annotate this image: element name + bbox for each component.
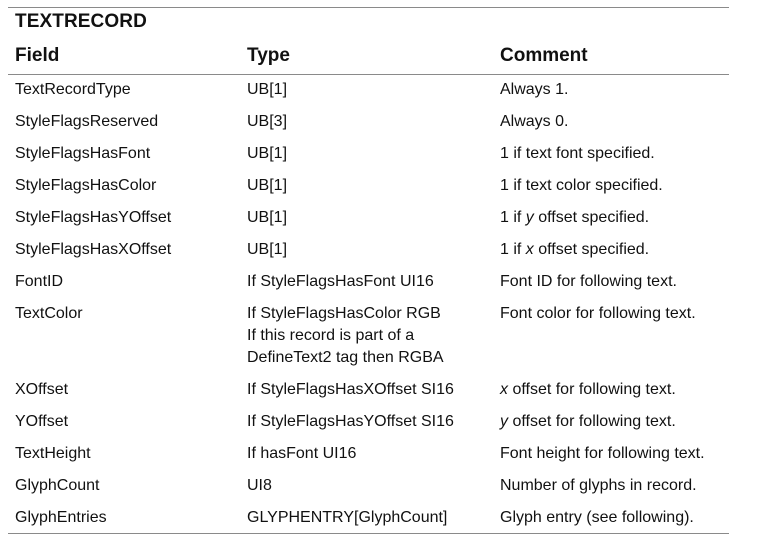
cell-type-line: UB[1] [247, 81, 288, 98]
cell-field: StyleFlagsReserved [15, 113, 159, 130]
cell-type-line: If StyleFlagsHasYOffset SI16 [247, 413, 454, 430]
cell-comment: 1 if x offset specified. [500, 239, 649, 261]
cell-type: UB[1] [247, 143, 287, 165]
cell-comment: 1 if y offset specified. [500, 207, 649, 229]
cell-type: If StyleFlagsHasXOffset SI16 [247, 379, 454, 401]
cell-type: UB[3] [247, 111, 287, 133]
table-row: StyleFlagsHasYOffset UB[1] 1 if y offset s… [0, 205, 768, 237]
cell-type: UB[1] [247, 239, 287, 261]
table-row: TextHeight If hasFont UI16 Font height for… [0, 441, 768, 473]
cell-type-line: UB[1] [247, 177, 288, 194]
cell-field: TextColor [15, 305, 83, 322]
cell-field: GlyphCount [15, 477, 100, 494]
cell-comment: x offset for following text. [500, 379, 676, 401]
table-row: GlyphEntries GLYPHENTRY[GlyphCount] Glyph … [0, 505, 768, 537]
table-bottom-rule [8, 533, 729, 534]
cell-comment-variable: y [500, 413, 508, 430]
cell-comment-variable: y [525, 209, 534, 226]
cell-comment-variable: x [525, 241, 534, 258]
cell-field: TextRecordType [15, 81, 131, 98]
table-row: StyleFlagsHasFont UB[1] 1 if text font spe… [0, 141, 768, 173]
column-header-comment: Comment [500, 45, 588, 66]
cell-comment: 1 if text font specified. [500, 145, 655, 162]
cell-type: If hasFont UI16 [247, 443, 356, 465]
cell-comment: Font ID for following text. [500, 273, 677, 290]
cell-type-line: UI8 [247, 477, 272, 494]
table-row: FontID If StyleFlagsHasFont UI16 Font ID f… [0, 269, 768, 301]
table-caption: TEXTRECORD [15, 11, 147, 32]
cell-comment-text: 1 if [500, 209, 526, 226]
cell-type: If StyleFlagsHasYOffset SI16 [247, 411, 454, 433]
cell-comment-text: offset specified. [533, 241, 650, 258]
cell-comment: y offset for following text. [500, 411, 676, 433]
cell-type-line: UB[1] [247, 209, 288, 226]
cell-type-line: If this record is part of a [247, 327, 415, 344]
cell-type-line: If hasFont UI16 [247, 445, 357, 462]
cell-comment: 1 if text color specified. [500, 177, 663, 194]
cell-type-line: UB[1] [247, 241, 288, 258]
table-row: XOffset If StyleFlagsHasXOffset SI16 x off… [0, 377, 768, 409]
cell-field: GlyphEntries [15, 509, 107, 526]
cell-comment-text: offset for following text. [508, 381, 676, 398]
cell-field: YOffset [15, 413, 69, 430]
table-row: StyleFlagsHasXOffset UB[1] 1 if x offset s… [0, 237, 768, 269]
table-header-rule [8, 74, 729, 75]
cell-type-line: GLYPHENTRY[GlyphCount] [247, 509, 448, 526]
cell-comment-text: offset specified. [533, 209, 650, 226]
cell-field: TextHeight [15, 445, 91, 462]
table-row: GlyphCount UI8 Number of glyphs in record. [0, 473, 768, 505]
cell-type: UB[1] [247, 207, 287, 229]
cell-type: UB[1] [247, 79, 287, 101]
cell-comment-variable: x [500, 381, 508, 398]
cell-field: XOffset [15, 381, 69, 398]
column-header-field: Field [15, 45, 60, 66]
column-header-type: Type [247, 45, 290, 66]
cell-field: StyleFlagsHasColor [15, 177, 157, 194]
cell-type-line: If StyleFlagsHasXOffset SI16 [247, 381, 454, 398]
cell-comment: Number of glyphs in record. [500, 477, 697, 494]
cell-type: UI8 [247, 475, 272, 497]
table-row: TextRecordType UB[1] Always 1. [0, 77, 768, 109]
cell-comment: Always 1. [500, 81, 569, 98]
cell-comment-text: offset for following text. [508, 413, 676, 430]
table-row: YOffset If StyleFlagsHasYOffset SI16 y off… [0, 409, 768, 441]
cell-type: If StyleFlagsHasFont UI16 [247, 271, 434, 293]
cell-comment: Always 0. [500, 113, 569, 130]
table-row: StyleFlagsReserved UB[3] Always 0. [0, 109, 768, 141]
cell-field: StyleFlagsHasXOffset [15, 241, 172, 258]
cell-type-line: If StyleFlagsHasColor RGB [247, 305, 441, 322]
cell-type: If StyleFlagsHasColor RGB If this record … [247, 303, 444, 369]
cell-type-line: UB[3] [247, 113, 288, 130]
cell-type-line: If StyleFlagsHasFont UI16 [247, 273, 434, 290]
cell-type-line: DefineText2 tag then RGBA [247, 349, 444, 366]
cell-comment: Glyph entry (see following). [500, 509, 694, 526]
cell-type: UB[1] [247, 175, 287, 197]
table-top-rule [8, 7, 729, 8]
table-row: StyleFlagsHasColor UB[1] 1 if text color s… [0, 173, 768, 205]
cell-comment: Font color for following text. [500, 305, 696, 322]
cell-comment: Font height for following text. [500, 445, 705, 462]
cell-field: StyleFlagsHasFont [15, 145, 151, 162]
cell-type-line: UB[1] [247, 145, 288, 162]
cell-type: GLYPHENTRY[GlyphCount] [247, 507, 447, 529]
cell-field: FontID [15, 273, 64, 290]
cell-comment-text: 1 if [500, 241, 526, 258]
cell-field: StyleFlagsHasYOffset [15, 209, 172, 226]
table-row: TextColor If StyleFlagsHasColor RGB If thi… [0, 301, 768, 377]
